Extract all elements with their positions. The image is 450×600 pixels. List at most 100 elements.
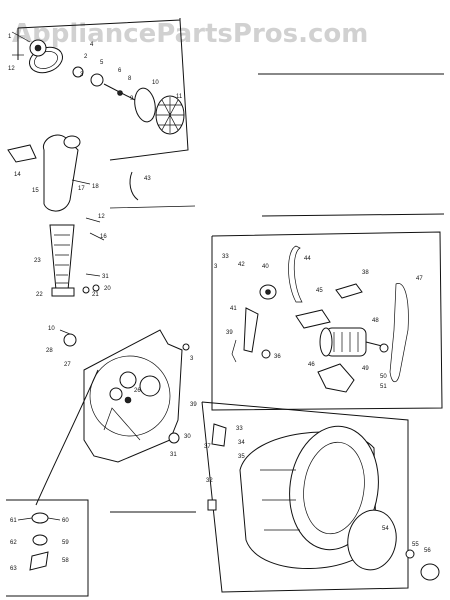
callout-label: 63 <box>10 566 17 572</box>
callout-label: 35 <box>238 454 245 460</box>
motor-clamp <box>335 283 363 299</box>
callout-label: 43 <box>144 176 151 182</box>
callout-label: 27 <box>64 362 71 368</box>
callout-label: 6 <box>118 68 122 74</box>
leader-line <box>109 205 196 209</box>
callout-label: 33 <box>222 254 229 260</box>
callout-label: 58 <box>62 558 69 564</box>
clip-21 <box>92 284 100 292</box>
header-line-2 <box>261 213 445 217</box>
callout-label: 59 <box>62 540 69 546</box>
lint-filter-group <box>49 224 101 297</box>
callout-label: 4 <box>90 42 94 48</box>
watermark: AppliancePartsPros.com <box>12 19 368 49</box>
glides-inset <box>6 499 89 597</box>
callout-label: 3 <box>80 72 84 78</box>
callout-label: 55 <box>412 542 419 548</box>
motor-box-frame <box>211 231 443 411</box>
drum-seal <box>347 509 397 571</box>
callout-label: 10 <box>152 80 159 86</box>
washer-30 <box>168 432 180 444</box>
glide-part-2 <box>32 534 48 546</box>
callout-label: 48 <box>372 318 379 324</box>
callout-label: 47 <box>416 276 423 282</box>
screw-1 <box>11 31 31 43</box>
callout-label: 39 <box>190 402 197 408</box>
callout-label: 2 <box>84 54 88 60</box>
bearing-part <box>90 73 104 87</box>
callout-label: 46 <box>308 362 315 368</box>
callout-label: 26 <box>134 388 141 394</box>
callout-label: 30 <box>184 434 191 440</box>
bulkhead-panel <box>83 329 183 463</box>
callout-label: 12 <box>98 214 105 220</box>
motor-assembly-box <box>211 231 443 411</box>
callout-label: 28 <box>46 348 53 354</box>
leader-60 <box>47 517 61 521</box>
callout-label: 44 <box>304 256 311 262</box>
screw-12 <box>85 217 101 223</box>
pulley-hub <box>265 289 271 295</box>
callout-label: 56 <box>424 548 431 554</box>
callout-label: 20 <box>104 286 111 292</box>
cover-10 <box>63 333 77 347</box>
leader-61 <box>17 517 33 521</box>
duct-screw <box>71 179 91 185</box>
callout-label: 11 <box>176 94 183 100</box>
callout-label: 61 <box>10 518 17 524</box>
callout-label: 5 <box>100 60 104 66</box>
callout-label: 50 <box>380 374 387 380</box>
bulkhead-port-1 <box>119 371 137 389</box>
glide-part-1 <box>31 512 49 524</box>
idler-belt <box>288 245 303 303</box>
callout-label: 42 <box>238 262 245 268</box>
callout-label: 8 <box>128 76 132 82</box>
callout-label: 36 <box>274 354 281 360</box>
blower-assembly-group <box>11 18 189 161</box>
callout-label: 3 <box>190 356 194 362</box>
lint-filter-screen <box>54 234 70 284</box>
callout-label: 12 <box>8 66 15 72</box>
callout-label: 51 <box>380 384 387 390</box>
spring-39 <box>231 339 237 363</box>
callout-label: 23 <box>34 258 41 264</box>
bulkhead-center <box>124 396 132 404</box>
drive-belt <box>389 283 409 383</box>
callout-label: 31 <box>170 452 177 458</box>
callout-label: 45 <box>316 288 323 294</box>
callout-label: 54 <box>382 526 389 532</box>
callout-label: 38 <box>362 270 369 276</box>
shaft-clip <box>117 90 123 96</box>
drum-bracket <box>211 423 227 447</box>
callout-label: 18 <box>92 184 99 190</box>
motor-mount-plate <box>295 309 331 329</box>
inset-frame <box>6 499 89 597</box>
washer-part <box>72 66 84 78</box>
motor-mount-bracket <box>317 363 355 393</box>
screw-31 <box>85 273 101 277</box>
callout-label: 31 <box>102 274 109 280</box>
callout-label: 1 <box>8 34 12 40</box>
drum-assembly-box <box>201 401 440 593</box>
exhaust-duct-group <box>7 134 196 241</box>
lint-filter-base <box>51 287 75 297</box>
blower-hub <box>34 44 42 52</box>
callout-labels: 1 2 3 4 5 6 8 9 10 11 12 14 15 17 18 12 … <box>8 34 431 572</box>
callout-label: 17 <box>78 186 85 192</box>
callout-label: 10 <box>48 326 55 332</box>
callout-label: 40 <box>262 264 269 270</box>
blower-disc <box>134 87 156 123</box>
screw-3 <box>182 343 190 351</box>
callout-label: 39 <box>226 330 233 336</box>
callout-label: 15 <box>32 188 39 194</box>
blower-wheel-vanes <box>156 97 184 133</box>
duct-clamp-wire <box>129 171 139 201</box>
drum-baffles <box>260 469 300 531</box>
clip-22 <box>82 286 90 294</box>
drum-inner-ring <box>303 441 365 535</box>
bulkhead-ring <box>89 355 171 437</box>
duct-bracket <box>7 144 37 163</box>
callout-label: 14 <box>14 172 21 178</box>
drum-box-frame <box>201 401 409 593</box>
callout-label: 16 <box>100 234 107 240</box>
